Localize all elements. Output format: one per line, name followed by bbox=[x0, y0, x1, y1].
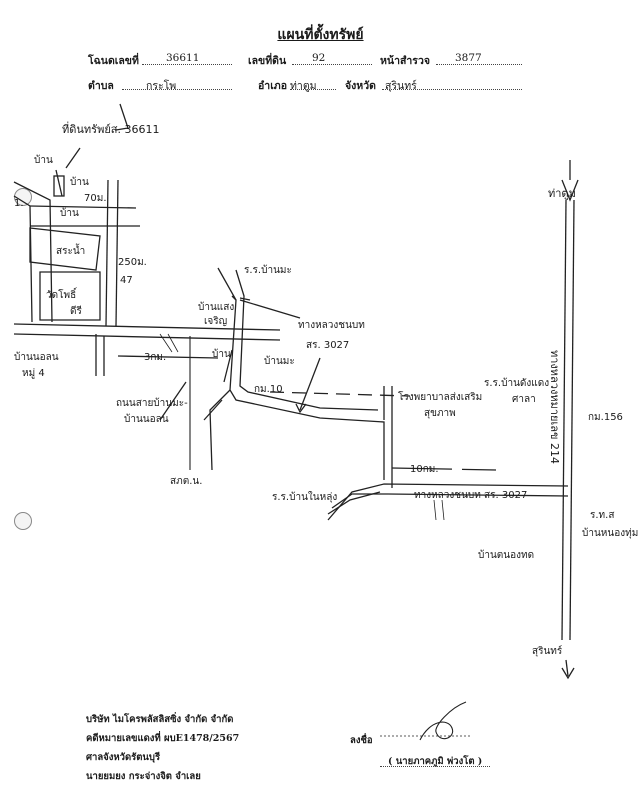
amphoe-dotline bbox=[290, 77, 336, 90]
km10-small-label: กม.10 bbox=[254, 384, 283, 395]
signer-name: ( นายภาคภูมิ พ่วงโต ) bbox=[388, 756, 483, 767]
road-banma-nonlon-label: ถนนสายบ้านมะ- bbox=[116, 398, 188, 409]
tambon-dotline bbox=[122, 77, 232, 90]
dist-47-label: 47 bbox=[120, 275, 133, 286]
police-label: สภต.น. bbox=[170, 476, 203, 487]
punch-hole-bottom bbox=[14, 512, 32, 530]
sign-label: ลงชื่อ bbox=[350, 735, 373, 746]
page-title: แผนที่ตั้งทรัพย์ bbox=[277, 27, 364, 43]
temple-label: วัดโพธิ์ bbox=[46, 290, 77, 301]
village-nonsa-label: บ้านแสง bbox=[198, 302, 235, 313]
school-ban-nong-label: ร.ร.บ้านในหลุ่ง bbox=[272, 492, 338, 503]
ban-ma-label: บ้านมะ bbox=[264, 356, 295, 367]
ban-label: บ้าน bbox=[212, 349, 231, 360]
ban-nonglao-label: บ้านหนองทุ่ม bbox=[582, 528, 639, 539]
ta-tum-label: ท่าตูม bbox=[548, 187, 576, 200]
tambon-label: ตำบล bbox=[88, 80, 114, 92]
survey-dotline bbox=[436, 52, 522, 65]
signer-dotline bbox=[380, 754, 490, 767]
road-banma-nonlon-label-2: บ้านนอลน bbox=[124, 414, 169, 425]
to-surin-label: สุรินทร์ bbox=[532, 646, 563, 657]
province-dotline bbox=[382, 77, 522, 90]
house-label-3: บ้าน bbox=[60, 208, 79, 219]
km-marker: 1. bbox=[14, 198, 24, 209]
defendant-line: นายยมยง กระจ่างจิต จำเลย bbox=[86, 771, 201, 782]
deed-label: โฉนดเลขที่ bbox=[88, 55, 139, 67]
house-label-2: บ้าน bbox=[70, 177, 89, 188]
village-nonsa-label-2: เจริญ bbox=[204, 316, 228, 327]
deed-value: 36611 bbox=[166, 52, 200, 64]
school-bankhampong-label: ร.ร.บ้านดังแดง bbox=[484, 378, 550, 389]
case-no-line: คดีหมายเลขแดงที่ ผบE1478/2567 bbox=[86, 733, 240, 744]
km156-label: กม.156 bbox=[588, 412, 623, 423]
ro-sor-to-label: ร.ท.ส bbox=[590, 510, 615, 521]
company-line: บริษัท ไมโครพลัสลิสซิ่ง จำกัด จำกัด bbox=[86, 714, 234, 725]
sr3027-label: สร. 3027 bbox=[306, 340, 350, 351]
land-no-dotline bbox=[292, 52, 372, 65]
ban-nonlon-label: บ้านนอลน bbox=[14, 352, 59, 363]
house-label-1: บ้าน bbox=[34, 155, 53, 166]
deed-dotline bbox=[142, 52, 232, 65]
amphoe-label: อำเภอ bbox=[258, 80, 288, 92]
pond-label: สระน้ำ bbox=[56, 246, 86, 257]
land-no-label: เลขที่ดิน bbox=[248, 55, 287, 67]
tambon-value: กระโพ bbox=[146, 80, 177, 92]
highway-214-label: ทางหลวงหมายเลข 214 bbox=[547, 350, 561, 464]
dist-250-label: 250ม. bbox=[118, 257, 147, 268]
school-banma-label: ร.ร.บ้านมะ bbox=[244, 265, 292, 276]
dist-10km-label: 10กม. bbox=[410, 464, 439, 475]
rural-road-label: ทางหลวงชนบท bbox=[298, 320, 365, 331]
moo4-label: หมู่ 4 bbox=[22, 368, 45, 379]
school-bankhampong-label-2: ศาลา bbox=[512, 394, 536, 405]
survey-value: 3877 bbox=[455, 52, 482, 64]
property-label: ที่ดินทรัพย์ส. 36611 bbox=[62, 123, 160, 136]
dist-70-label: 70ม. bbox=[84, 193, 107, 204]
court-line: ศาลจังหวัดรัตนบุรี bbox=[86, 752, 161, 763]
land-no-value: 92 bbox=[312, 52, 326, 64]
survey-label: หน้าสำรวจ bbox=[380, 55, 430, 67]
dist-3km-label: 3กม. bbox=[144, 352, 167, 363]
temple-label-2: ดีรี bbox=[70, 306, 82, 317]
hospital-label: โรงพยาบาลส่งเสริม bbox=[398, 392, 483, 403]
hospital-label-2: สุขภาพ bbox=[424, 408, 456, 419]
province-label: จังหวัด bbox=[345, 80, 376, 92]
road-sr3027-b-label: ทางหลวงชนบท สร. 3027 bbox=[414, 490, 528, 501]
ban-tanon-label: บ้านตนองทด bbox=[478, 550, 535, 561]
